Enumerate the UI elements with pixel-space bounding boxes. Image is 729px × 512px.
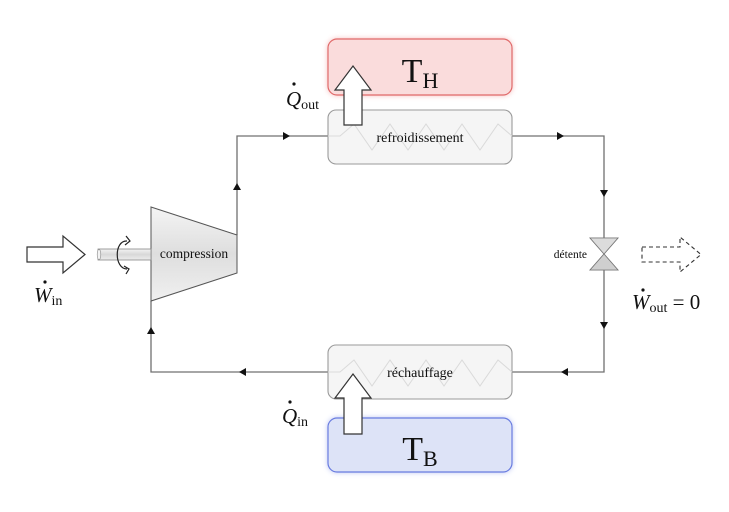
evaporator-coil [328,359,513,387]
heat-in-symbol: Q [282,404,297,428]
condenser-label: refroidissement [376,131,463,146]
compressor-label: compression [160,246,228,261]
pipe-evaporator-to-compressor [150,301,328,373]
svg-text:Qin: Qin [282,404,308,430]
compressor-shaft [96,248,152,261]
condenser-coil [328,123,513,151]
svg-text:TB: TB [402,431,437,471]
heat-in-arrow-icon [333,373,373,435]
flow-arrow-down-right2 [600,322,608,329]
hot-reservoir-subscript: H [422,68,438,93]
work-out-value: = 0 [667,290,700,314]
heat-out-subscript: out [301,98,319,113]
rotation-icon [116,235,131,275]
heat-in-label: Qin [282,400,308,430]
flow-arrow-up-bottom-left [147,327,155,334]
flow-arrows [147,132,608,376]
cycle-pipes [150,135,605,373]
cold-reservoir-symbol: T [402,431,423,468]
pipe-valve-to-evaporator [512,270,605,373]
work-out-subscript: out [650,301,668,316]
svg-text:Qout: Qout [286,87,319,113]
heat-out-arrow-icon [333,65,373,126]
heat-out-label: Qout [286,82,319,113]
flow-arrow-right-top [283,132,290,140]
cold-reservoir: TB [327,417,513,473]
hot-reservoir-symbol: T [402,53,423,90]
svg-text:TH: TH [402,53,439,93]
work-out-symbol: W [632,290,652,314]
expansion-valve: détente [554,237,619,271]
work-out-arrow-icon [641,235,702,274]
flow-arrow-up-left [233,183,241,190]
heat-out-symbol: Q [286,87,301,111]
work-out-label: Wout = 0 [632,288,700,316]
evaporator-heat-exchanger: réchauffage [327,344,513,400]
work-in-arrow-icon [26,234,86,275]
condenser-heat-exchanger: refroidissement [327,109,513,165]
flow-arrow-down-right [600,190,608,197]
svg-text:Wout = 0: Wout = 0 [632,290,700,316]
flow-arrow-right-top2 [557,132,564,140]
valve-label: détente [554,249,587,261]
work-in-subscript: in [52,294,63,309]
flow-arrow-left-bottom2 [239,368,246,376]
compressor: compression [150,206,238,302]
evaporator-label: réchauffage [387,366,453,381]
work-in-symbol: W [34,283,54,307]
cold-reservoir-subscript: B [423,446,438,471]
pipe-condenser-to-valve [512,135,605,240]
pipe-compressor-to-condenser [236,135,328,235]
hot-reservoir: TH [327,38,513,96]
svg-text:Win: Win [34,283,62,309]
work-in-label: Win [34,280,62,309]
flow-arrow-left-bottom [561,368,568,376]
heat-in-subscript: in [297,415,308,430]
